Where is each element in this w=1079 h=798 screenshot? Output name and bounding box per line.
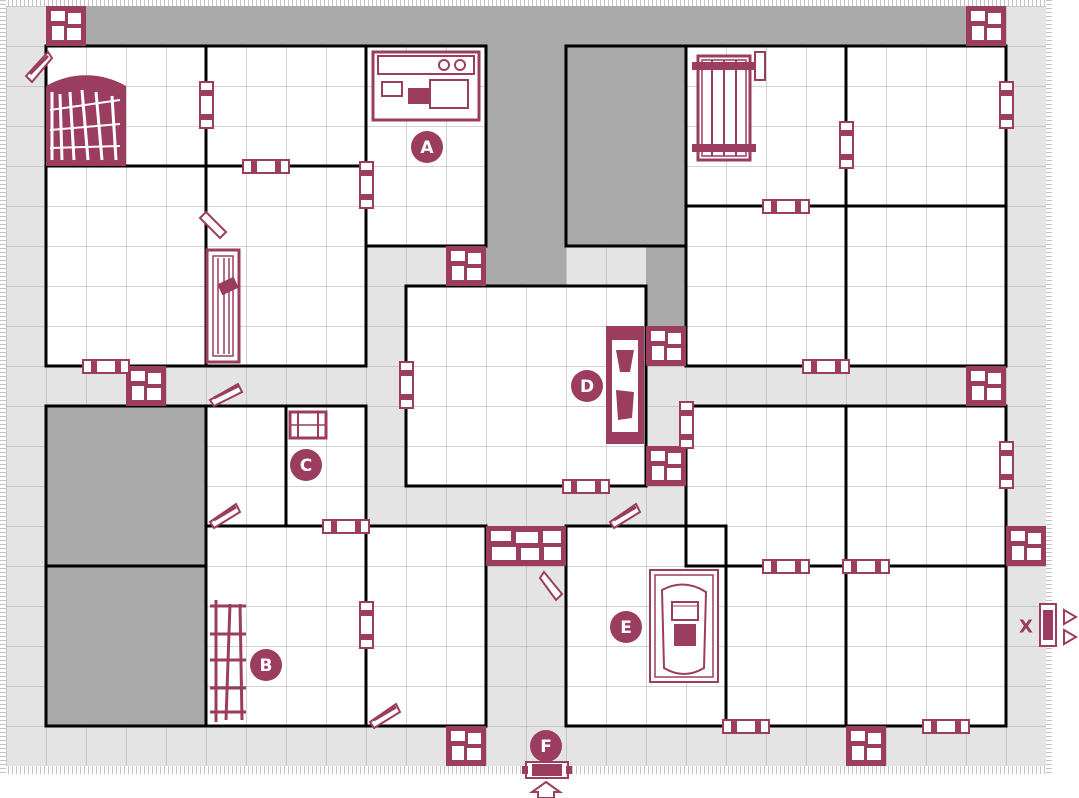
- torch-icon: [24, 50, 54, 84]
- rubble-icon: [126, 366, 166, 406]
- door-icon: [762, 559, 810, 574]
- door-icon: [679, 401, 694, 449]
- feature-barrel: [288, 410, 328, 440]
- exit-marker[interactable]: X: [1019, 603, 1078, 647]
- grid-overlay: [6, 6, 1046, 766]
- rubble-icon: [1006, 526, 1046, 566]
- fireplace-icon: [606, 326, 644, 444]
- torch-icon: [208, 382, 244, 408]
- exit-arrows-icon: [1063, 608, 1078, 646]
- feature-table: [205, 248, 241, 364]
- feature-rug: [649, 569, 719, 683]
- door-icon: [802, 359, 850, 374]
- marker-e[interactable]: E: [610, 611, 642, 643]
- feature-fireplace: [606, 326, 644, 444]
- rack-icon: [692, 51, 766, 162]
- rubble-icon: [46, 6, 86, 46]
- door-icon: [322, 519, 370, 534]
- torch-icon: [208, 502, 242, 530]
- feature-weapon-rack: [210, 600, 246, 722]
- feature-stairs: [46, 75, 126, 166]
- door-icon: [999, 441, 1014, 489]
- rubble-tiles: [46, 6, 1046, 766]
- feature-desk: [371, 50, 481, 122]
- entry-arrow-icon: [528, 780, 564, 798]
- marker-d-label: D: [580, 377, 594, 397]
- torch-icon: [538, 570, 564, 602]
- marker-f[interactable]: F: [530, 730, 562, 762]
- door-icon: [82, 359, 130, 374]
- weapon-rack-icon: [210, 600, 246, 722]
- rug-icon: [649, 569, 719, 683]
- door-icon: [399, 361, 414, 409]
- marker-c-label: C: [300, 456, 312, 476]
- exit-label: X: [1019, 617, 1033, 638]
- door-icon: [762, 199, 810, 214]
- barrel-icon: [288, 410, 328, 440]
- door-icon: [359, 161, 374, 209]
- table-icon: [205, 248, 241, 364]
- exit-door-icon: [1039, 603, 1057, 647]
- door-icon: [199, 81, 214, 129]
- feature-torture-rack: [692, 51, 766, 162]
- torch-icon: [608, 502, 642, 530]
- door-icon: [242, 159, 290, 174]
- rubble-icon: [966, 366, 1006, 406]
- rubble-icon: [446, 246, 486, 286]
- door-icon: [842, 559, 890, 574]
- rubble-icon: [446, 726, 486, 766]
- door-icon: [999, 81, 1014, 129]
- stairs-icon: [46, 75, 126, 166]
- marker-b-label: B: [260, 656, 273, 676]
- rubble-icon: [966, 6, 1006, 46]
- rubble-icon: [646, 446, 686, 486]
- marker-a[interactable]: A: [411, 131, 443, 163]
- torch-icon: [368, 702, 402, 730]
- door-icon: [922, 719, 970, 734]
- rubble-icon: [486, 526, 566, 566]
- rubble-icon: [846, 726, 886, 766]
- door-icon: [722, 719, 770, 734]
- torches: [24, 50, 642, 730]
- door-icon: [562, 479, 610, 494]
- marker-b[interactable]: B: [250, 649, 282, 681]
- rubble-icon: [646, 326, 686, 366]
- marker-d[interactable]: D: [571, 370, 603, 402]
- marker-c[interactable]: C: [290, 449, 322, 481]
- door-icon: [359, 601, 374, 649]
- marker-a-label: A: [420, 138, 434, 158]
- door-icon: [839, 121, 854, 169]
- torch-icon: [198, 210, 228, 240]
- entrance-door-icon[interactable]: [522, 761, 572, 779]
- marker-e-label: E: [620, 618, 632, 638]
- doors: [82, 81, 1014, 734]
- desk-icon: [371, 50, 481, 122]
- marker-f-label: F: [540, 737, 552, 757]
